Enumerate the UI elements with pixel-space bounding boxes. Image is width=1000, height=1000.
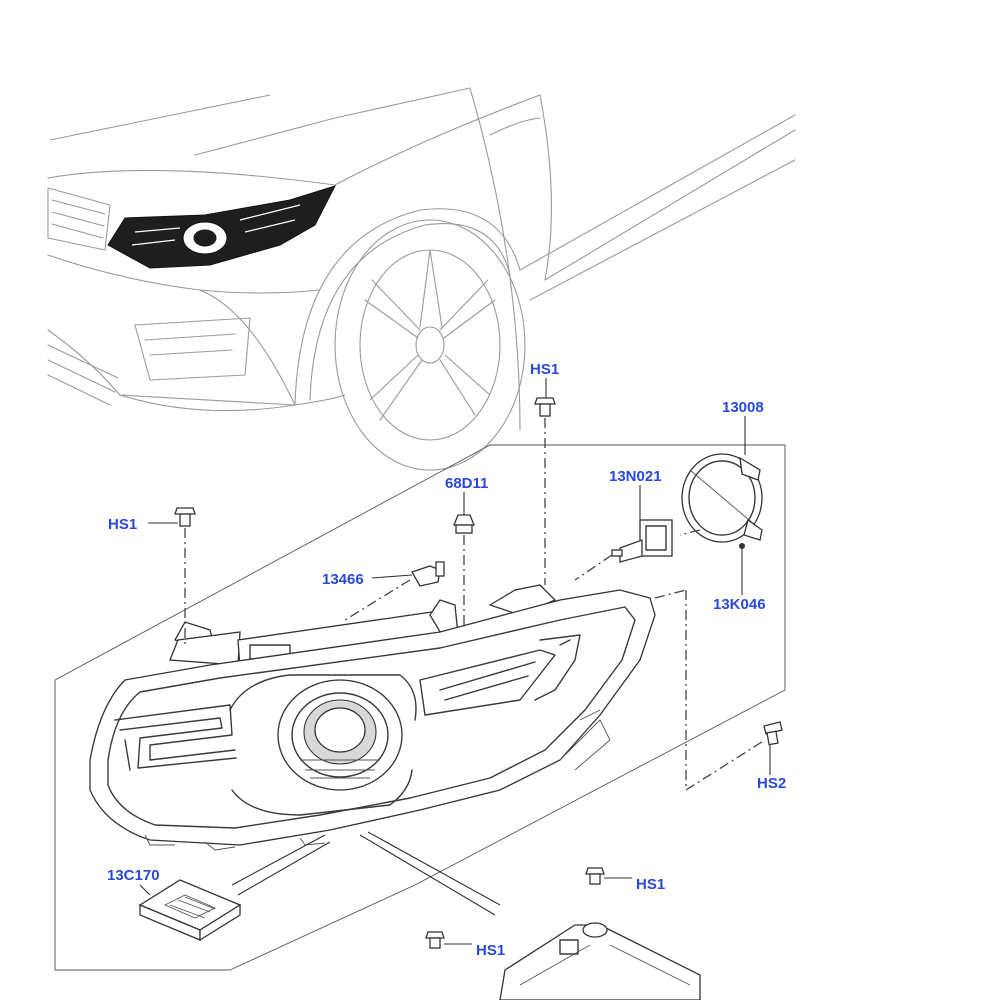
headlamp-cover-13008	[681, 453, 763, 549]
callout-labels: HS1 13008 68D11 13N021 HS1 13466 13K046 …	[107, 361, 786, 959]
callout-hs1-left: HS1	[108, 516, 137, 533]
assembly-lines	[184, 418, 766, 792]
leader-lines	[139, 378, 771, 945]
fasteners	[138, 397, 783, 1000]
control-module-13c170	[138, 879, 242, 942]
callout-13k046: 13K046	[713, 596, 766, 613]
callout-13c170: 13C170	[107, 867, 160, 884]
vehicle-overview	[47, 87, 796, 471]
callout-hs1-bottom: HS1	[476, 942, 505, 959]
callout-13n021: 13N021	[609, 468, 662, 485]
clip-68d11	[453, 514, 475, 534]
headlamp-assembly	[89, 584, 656, 851]
screw-hs2	[763, 721, 783, 746]
callout-68d11: 68D11	[445, 475, 488, 492]
exploded-view-frame	[54, 444, 786, 971]
bulb-holder-13466	[411, 561, 445, 587]
screw-hs1-bottom	[425, 931, 445, 949]
screw-hs1-left	[174, 507, 196, 527]
levelling-bracket	[499, 922, 701, 1000]
callout-hs2: HS2	[757, 775, 786, 792]
screw-hs1-lower-right	[585, 867, 605, 885]
callout-13466: 13466	[322, 571, 364, 588]
callout-hs1-lower-right: HS1	[636, 876, 665, 893]
screw-hs1-top	[534, 397, 556, 417]
callout-hs1-top: HS1	[530, 361, 559, 378]
callout-13008: 13008	[722, 399, 764, 416]
xenon-bulb-13n021	[611, 519, 673, 563]
